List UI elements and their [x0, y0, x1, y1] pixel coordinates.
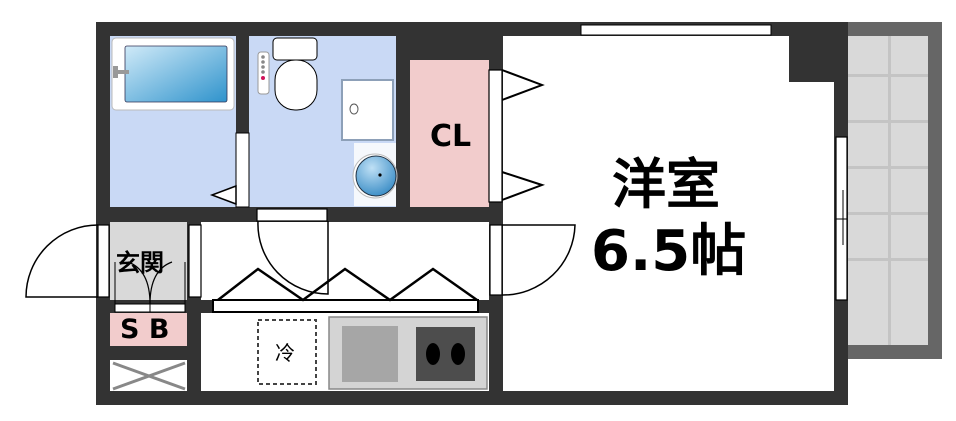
entrance-label: 玄関: [116, 249, 164, 277]
sink-icon: [342, 326, 398, 382]
shoe-cabinet-doors: [114, 261, 186, 313]
washing-machine-space-icon: [341, 79, 394, 141]
closet-door: [488, 69, 503, 203]
kitchen-upper-cabinet: [212, 267, 479, 313]
refrigerator-space: [257, 319, 317, 385]
shoe-box: [110, 313, 187, 346]
wash-basin-icon: [352, 143, 398, 206]
refrigerator-label: 冷: [275, 341, 295, 365]
entrance-door: [25, 224, 110, 298]
closet: [410, 60, 489, 207]
bathtub-icon: [111, 37, 235, 111]
room-size-label: 6.5帖: [591, 219, 747, 284]
meter-box-x-icon: [112, 361, 186, 391]
toilet-door: [256, 208, 329, 295]
hallway: [201, 222, 489, 300]
bathroom-sliding-door: [235, 132, 250, 208]
pillar: [789, 22, 848, 82]
closet-label: CL: [430, 119, 472, 154]
hall-door: [188, 224, 202, 298]
balcony-floor: [848, 36, 928, 345]
kitchen-counter: [328, 316, 488, 390]
balcony-sliding-window: [835, 136, 848, 301]
stove-icon: [416, 327, 475, 381]
toilet-icon: [257, 37, 318, 111]
closet-door-fold-icon: [501, 69, 545, 101]
top-window: [580, 24, 772, 36]
room-door: [489, 224, 576, 296]
western-room: [503, 36, 834, 391]
shoe-box-label: S B: [120, 314, 170, 345]
room-name-label: 洋室: [612, 153, 720, 216]
